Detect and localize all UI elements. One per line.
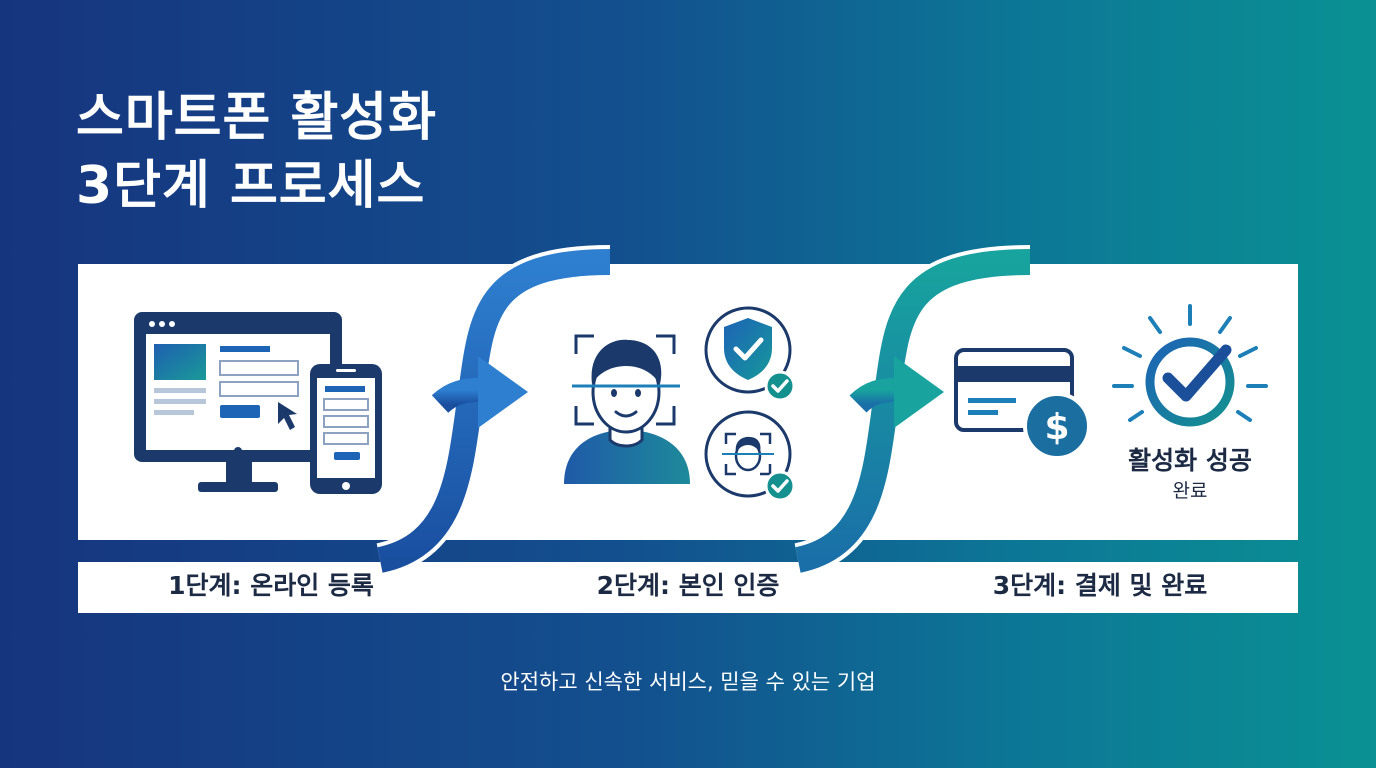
shield-check-icon: [704, 306, 796, 402]
success-status: 활성화 성공 완료: [1100, 444, 1280, 504]
face-scan-icon: [564, 334, 690, 484]
smartphone-icon: [310, 364, 382, 494]
desktop-monitor-icon: [134, 312, 342, 492]
svg-text:$: $: [1044, 407, 1069, 448]
success-check-icon: [1112, 304, 1268, 427]
arrow-1-icon: [375, 245, 611, 577]
step-3-label: 3단계: 결제 및 완료: [992, 571, 1208, 600]
step-2-label: 2단계: 본인 인증: [596, 571, 780, 600]
step-1-label: 1단계: 온라인 등록: [168, 571, 374, 600]
title-line-2: 3단계 프로세스: [76, 156, 426, 216]
success-subtitle: 완료: [1172, 480, 1208, 502]
tagline: 안전하고 신속한 서비스, 믿을 수 있는 기업: [500, 670, 876, 694]
page-title: 스마트폰 활성화 3단계 프로세스: [76, 84, 437, 220]
dollar-coin-icon: $: [1023, 392, 1091, 460]
success-title: 활성화 성공: [1128, 446, 1252, 475]
face-id-check-icon: [704, 410, 796, 502]
title-line-1: 스마트폰 활성화: [76, 88, 437, 148]
cursor-icon: [278, 402, 297, 430]
arrow-2-icon: [793, 245, 1031, 577]
